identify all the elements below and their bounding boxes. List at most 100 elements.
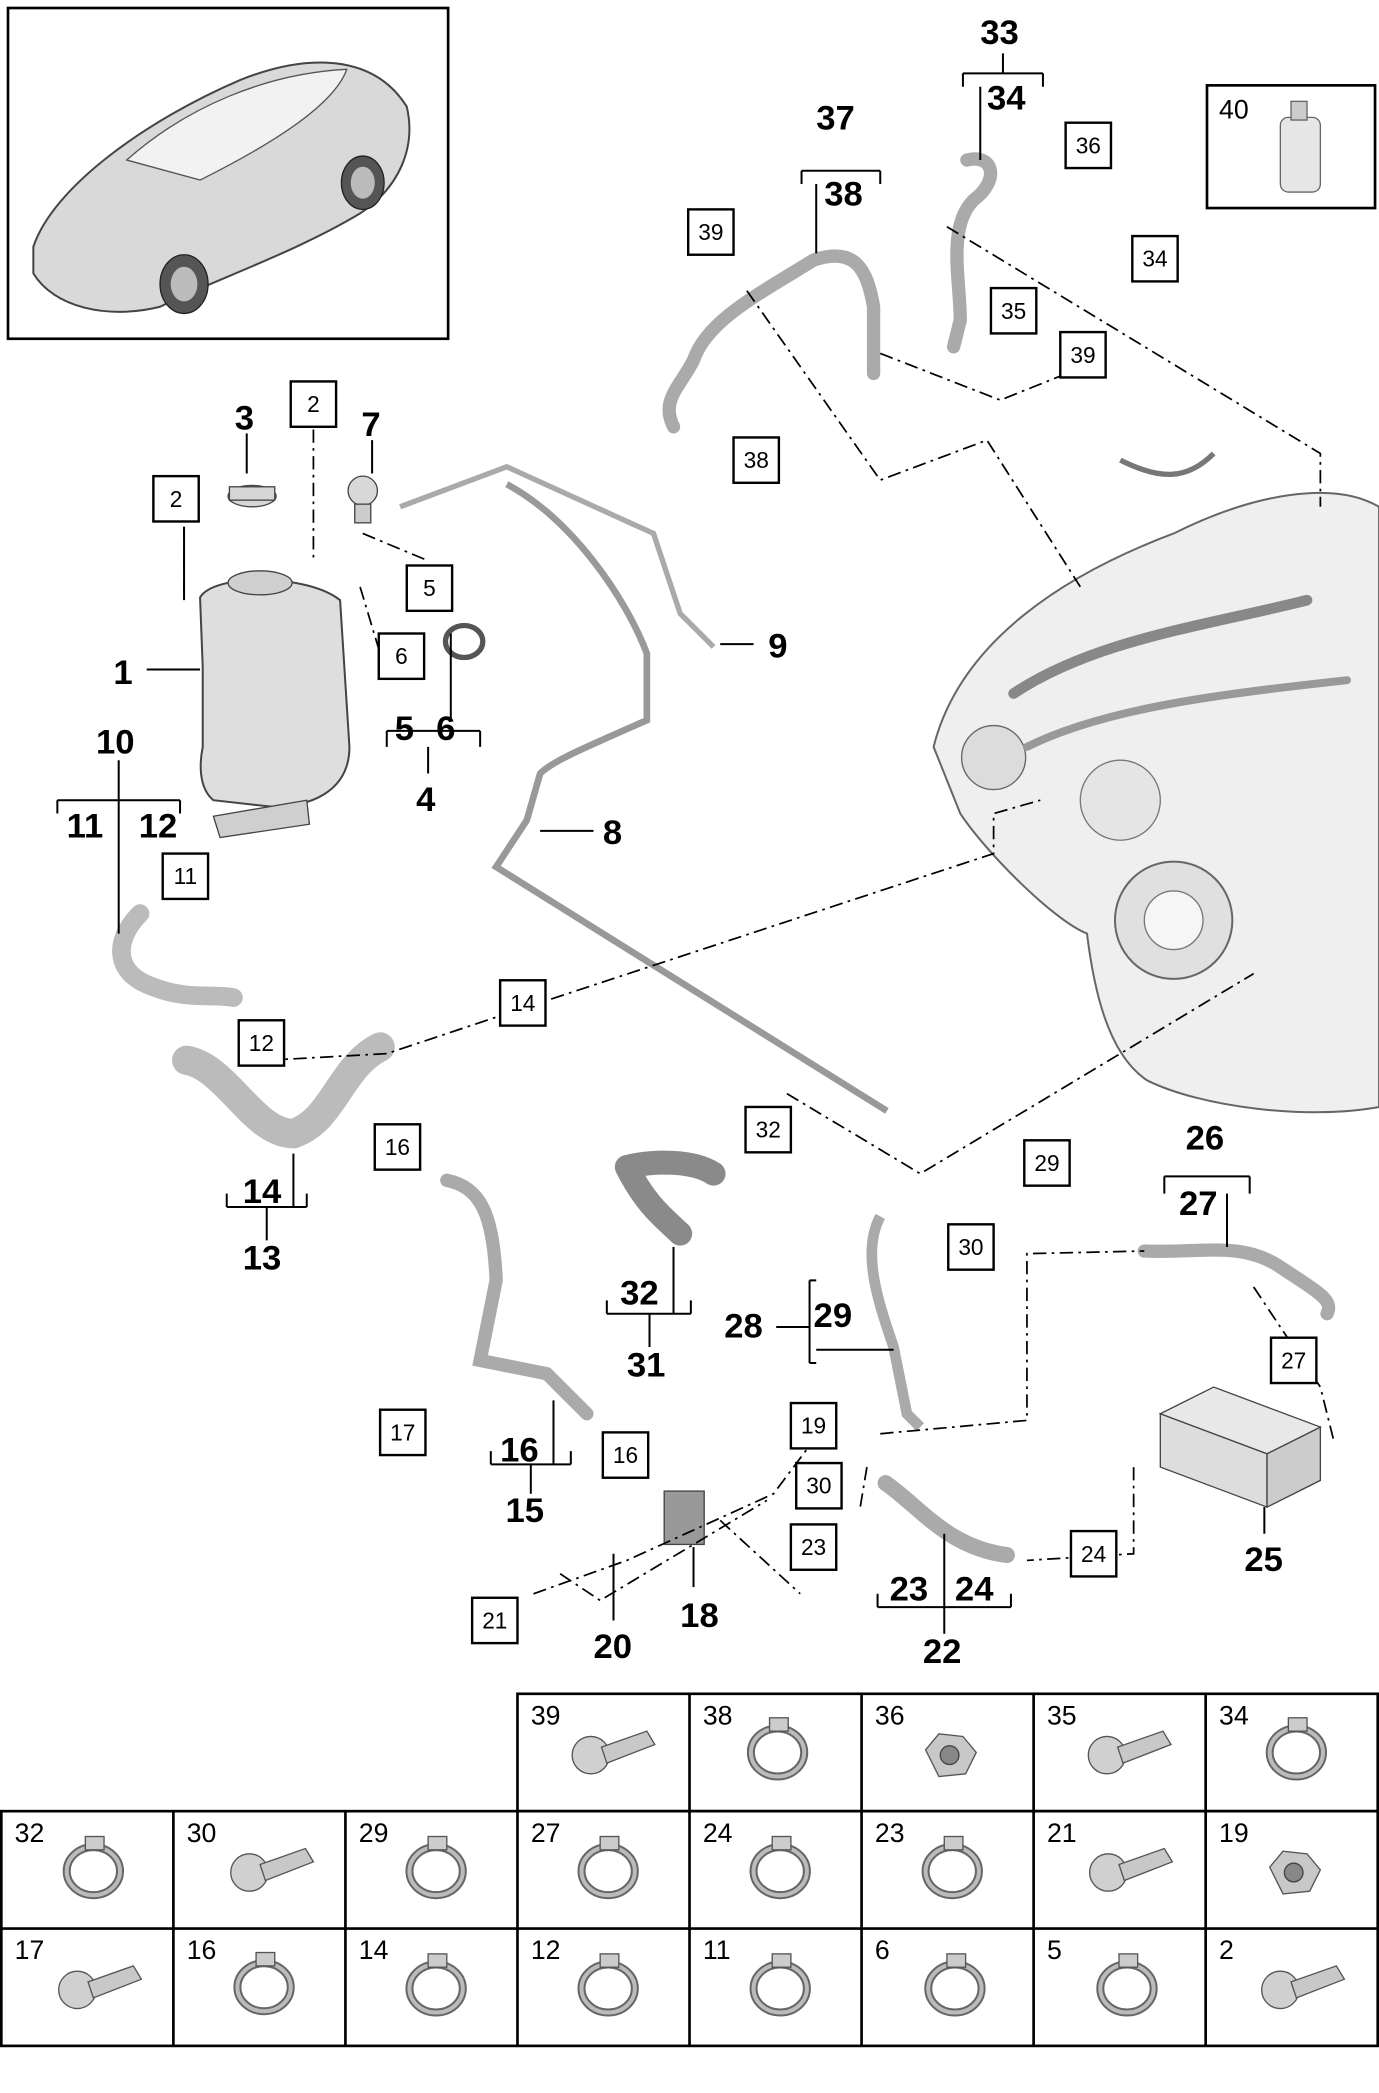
hex-nut-icon <box>1269 1850 1322 1895</box>
expansion-tank-icon <box>199 570 351 839</box>
table-label: 16 <box>187 1935 217 1965</box>
solid-leaders <box>56 53 1266 1634</box>
hose-37 <box>662 249 881 434</box>
svg-text:17: 17 <box>390 1419 415 1445</box>
hose-clamp-icon <box>409 1954 462 2013</box>
table-label: 34 <box>1219 1700 1249 1730</box>
callout-20: 20 <box>593 1628 632 1666</box>
table-label: 21 <box>1047 1818 1077 1848</box>
callout-33: 33 <box>980 14 1019 52</box>
svg-text:30: 30 <box>806 1473 831 1499</box>
hose-clamp-icon <box>1100 1954 1153 2013</box>
part-40-label: 40 <box>1219 95 1249 125</box>
svg-text:23: 23 <box>801 1534 826 1560</box>
table-label: 5 <box>1047 1935 1062 1965</box>
box-38: 38 <box>732 436 781 484</box>
table-label: 24 <box>703 1818 733 1848</box>
svg-text:27: 27 <box>1281 1347 1306 1373</box>
oil-cooler-icon <box>1158 1386 1323 1509</box>
callout-13: 13 <box>243 1240 282 1278</box>
hose-11 <box>112 904 243 1007</box>
svg-text:36: 36 <box>1076 132 1101 158</box>
callout-15: 15 <box>505 1492 544 1530</box>
callout-37: 37 <box>816 99 855 137</box>
hose-33 <box>946 152 998 354</box>
box-34: 34 <box>1131 234 1179 283</box>
callout-7: 7 <box>361 406 380 444</box>
bolt-icon <box>230 1847 315 1892</box>
callout-5: 5 <box>395 710 414 748</box>
table-label: 6 <box>875 1935 890 1965</box>
svg-text:11: 11 <box>174 863 198 889</box>
callout-10: 10 <box>96 724 135 762</box>
table-label: 12 <box>531 1935 561 1965</box>
bolt-icon <box>58 1965 143 2010</box>
hose-clamp-icon <box>754 1837 807 1896</box>
hose-clamp-icon <box>581 1837 634 1896</box>
svg-text:39: 39 <box>1070 342 1095 368</box>
box-2-left: 2 <box>152 474 200 523</box>
svg-text:35: 35 <box>1001 298 1026 324</box>
table-label: 17 <box>15 1935 45 1965</box>
hose-clamp-icon <box>928 1954 981 2013</box>
box-27: 27 <box>1269 1336 1318 1385</box>
parts-table-icons <box>58 1718 1346 2013</box>
table-label: 35 <box>1047 1700 1077 1730</box>
filler-cap-icon <box>227 484 277 508</box>
svg-text:30: 30 <box>958 1234 983 1260</box>
callout-27: 27 <box>1179 1185 1218 1223</box>
callout-6: 6 <box>436 710 455 748</box>
callout-14: 14 <box>243 1173 282 1211</box>
callout-16: 16 <box>500 1432 539 1470</box>
parts-table-grid <box>0 1692 1379 2048</box>
hose-clamp-icon <box>67 1837 120 1896</box>
bolt-icon <box>1261 1965 1346 2010</box>
callout-24: 24 <box>955 1570 994 1608</box>
callout-3: 3 <box>235 399 254 437</box>
hose-clamp-icon <box>581 1954 634 2013</box>
boxed-labels: 2 2 5 6 11 12 14 16 16 17 19 21 23 24 27… <box>152 121 1318 1645</box>
svg-text:34: 34 <box>1142 246 1167 272</box>
callout-9: 9 <box>768 628 787 666</box>
table-label: 30 <box>187 1818 217 1848</box>
box-36: 36 <box>1064 121 1113 170</box>
svg-text:38: 38 <box>744 447 769 473</box>
callout-38: 38 <box>824 175 863 213</box>
table-label: 14 <box>359 1935 389 1965</box>
callout-34: 34 <box>987 79 1026 117</box>
callout-25: 25 <box>1244 1541 1283 1579</box>
svg-text:2: 2 <box>170 486 183 512</box>
table-label: 19 <box>1219 1818 1249 1848</box>
callout-23: 23 <box>890 1570 929 1608</box>
hose-clamp-icon <box>237 1953 290 2012</box>
box-30-upper: 30 <box>947 1223 995 1271</box>
table-label: 2 <box>1219 1935 1234 1965</box>
table-label: 23 <box>875 1818 905 1848</box>
svg-text:6: 6 <box>395 643 408 669</box>
box-12: 12 <box>237 1019 286 1067</box>
svg-text:21: 21 <box>482 1607 507 1633</box>
callout-12: 12 <box>139 808 178 846</box>
box-14: 14 <box>498 979 547 1027</box>
coolant-pipe-8 <box>491 481 889 1114</box>
callout-28: 28 <box>724 1308 763 1346</box>
table-label: 38 <box>703 1700 733 1730</box>
callout-31: 31 <box>627 1346 666 1384</box>
box-21: 21 <box>470 1596 519 1645</box>
engine-block-illustration <box>932 451 1379 1114</box>
svg-text:14: 14 <box>510 990 535 1016</box>
svg-text:12: 12 <box>249 1030 274 1056</box>
hose-22 <box>877 1475 1015 1564</box>
parts-table-labels: 39 38 36 35 34 32 30 29 27 24 23 21 19 1… <box>15 1700 1249 1965</box>
callout-1: 1 <box>113 654 132 692</box>
box-23: 23 <box>789 1523 838 1571</box>
bolt-icon <box>1087 1730 1172 1775</box>
box-19: 19 <box>789 1401 838 1450</box>
hose-clamp-icon <box>926 1837 979 1896</box>
hex-nut-icon <box>924 1733 977 1778</box>
callout-32: 32 <box>620 1274 659 1312</box>
box-24: 24 <box>1069 1529 1118 1578</box>
hose-clamp-icon <box>1270 1718 1323 1777</box>
pipe-28 <box>866 1213 925 1431</box>
